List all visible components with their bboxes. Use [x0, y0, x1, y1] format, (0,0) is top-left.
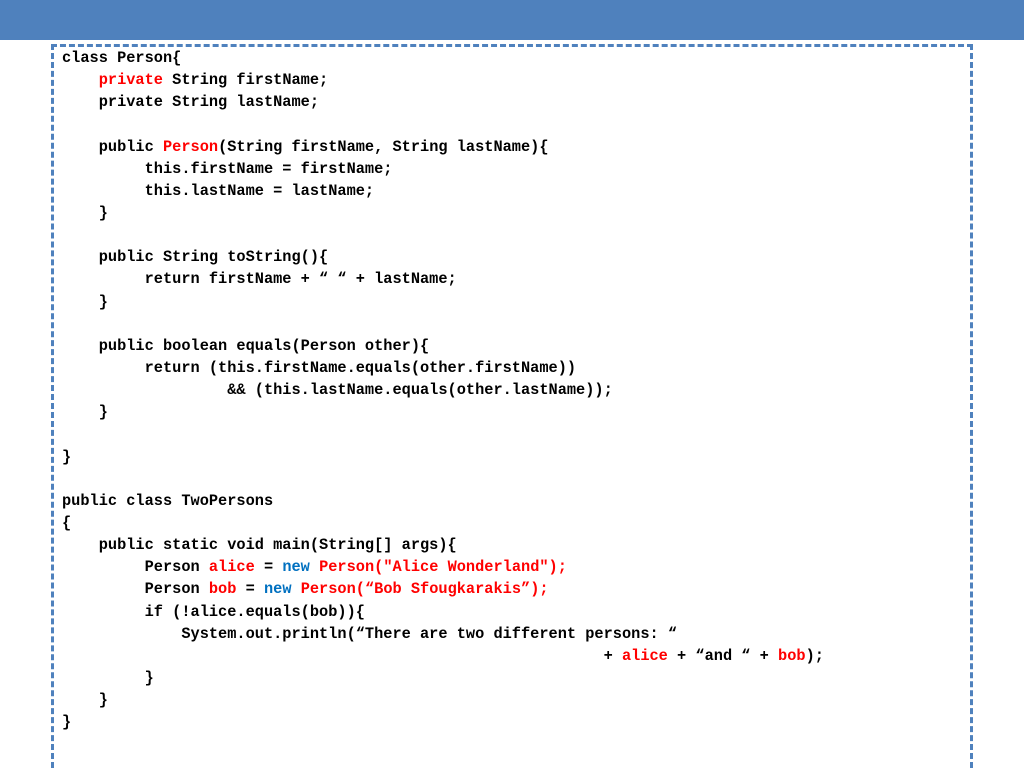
code-line: }: [62, 446, 824, 468]
code-token: }: [62, 668, 154, 687]
code-token: System.out.println(“There are two differ…: [62, 624, 678, 643]
code-token: return firstName + “ “ + lastName;: [62, 270, 457, 289]
code-line: [62, 423, 824, 445]
code-line: {: [62, 512, 824, 534]
code-line: }: [62, 667, 824, 689]
code-token: return (this.firstName.equals(other.firs…: [62, 358, 577, 377]
code-token: + “and “ +: [667, 646, 779, 665]
code-line: class Person{: [62, 47, 824, 69]
code-line: }: [62, 689, 824, 711]
code-token: public String toString(){: [62, 248, 329, 267]
code-token-highlight: bob: [778, 646, 806, 665]
code-token: public static void main(String[] args){: [62, 536, 457, 555]
code-line: public String toString(){: [62, 246, 824, 268]
code-line: [62, 113, 824, 135]
code-token: if (!alice.equals(bob)){: [62, 602, 365, 621]
code-line: private String firstName;: [62, 69, 824, 91]
code-token: this.lastName = lastName;: [62, 181, 375, 200]
code-token: }: [62, 447, 72, 466]
code-line: [62, 224, 824, 246]
code-line: }: [62, 202, 824, 224]
code-token: Person: [62, 580, 209, 599]
code-token: [292, 580, 301, 598]
code-token: class Person{: [62, 49, 182, 67]
code-token-highlight: Person(“Bob Sfougkarakis”);: [300, 580, 549, 599]
code-token: {: [62, 513, 72, 532]
code-line: public Person(String firstName, String l…: [62, 136, 824, 158]
code-token: }: [62, 203, 108, 222]
code-token: );: [805, 646, 824, 665]
code-token: public: [62, 137, 163, 156]
code-token-highlight: bob: [208, 580, 237, 599]
code-token-highlight: private: [98, 71, 163, 90]
code-line: return (this.firstName.equals(other.firs…: [62, 357, 824, 379]
code-token-highlight: alice: [621, 646, 668, 665]
code-line: if (!alice.equals(bob)){: [62, 601, 824, 623]
code-token: =: [236, 580, 264, 599]
code-token-highlight: Person("Alice Wonderland");: [319, 558, 567, 577]
code-line: [62, 313, 824, 335]
code-line: this.firstName = firstName;: [62, 158, 824, 180]
code-block: class Person{ private String firstName; …: [62, 47, 824, 733]
code-line: }: [62, 291, 824, 313]
code-line: [62, 468, 824, 490]
code-line: this.lastName = lastName;: [62, 180, 824, 202]
code-token: =: [254, 558, 283, 577]
code-token: public class TwoPersons: [62, 491, 274, 510]
code-token-highlight: new: [263, 580, 292, 599]
code-token: String firstName;: [162, 71, 329, 90]
code-line: System.out.println(“There are two differ…: [62, 623, 824, 645]
code-token-highlight: alice: [208, 558, 255, 577]
code-line: public boolean equals(Person other){: [62, 335, 824, 357]
code-line: }: [62, 401, 824, 423]
code-token: && (this.lastName.equals(other.lastName)…: [62, 381, 613, 400]
code-token: (String firstName, String lastName){: [218, 137, 549, 156]
code-line: }: [62, 711, 824, 733]
code-token: public boolean equals(Person other){: [62, 336, 430, 355]
code-token: +: [62, 646, 622, 665]
code-token: }: [62, 403, 108, 422]
code-line: && (this.lastName.equals(other.lastName)…: [62, 379, 824, 401]
code-line: return firstName + “ “ + lastName;: [62, 268, 824, 290]
code-token: }: [62, 691, 108, 710]
code-line: public static void main(String[] args){: [62, 534, 824, 556]
code-line: private String lastName;: [62, 91, 824, 113]
header-bar: [0, 0, 1024, 40]
code-frame: [51, 44, 973, 768]
code-token: this.firstName = firstName;: [62, 159, 393, 178]
code-line: Person bob = new Person(“Bob Sfougkaraki…: [62, 578, 824, 600]
code-line: + alice + “and “ + bob);: [62, 645, 824, 667]
code-line: public class TwoPersons: [62, 490, 824, 512]
code-line: Person alice = new Person("Alice Wonderl…: [62, 556, 824, 578]
code-token: }: [62, 713, 72, 732]
code-token: private String lastName;: [62, 93, 320, 112]
code-token: Person: [62, 558, 209, 577]
code-token: [310, 558, 319, 576]
code-token: [62, 71, 99, 89]
code-token-highlight: Person: [162, 137, 219, 156]
code-token-highlight: new: [282, 558, 310, 577]
code-token: }: [62, 292, 108, 311]
